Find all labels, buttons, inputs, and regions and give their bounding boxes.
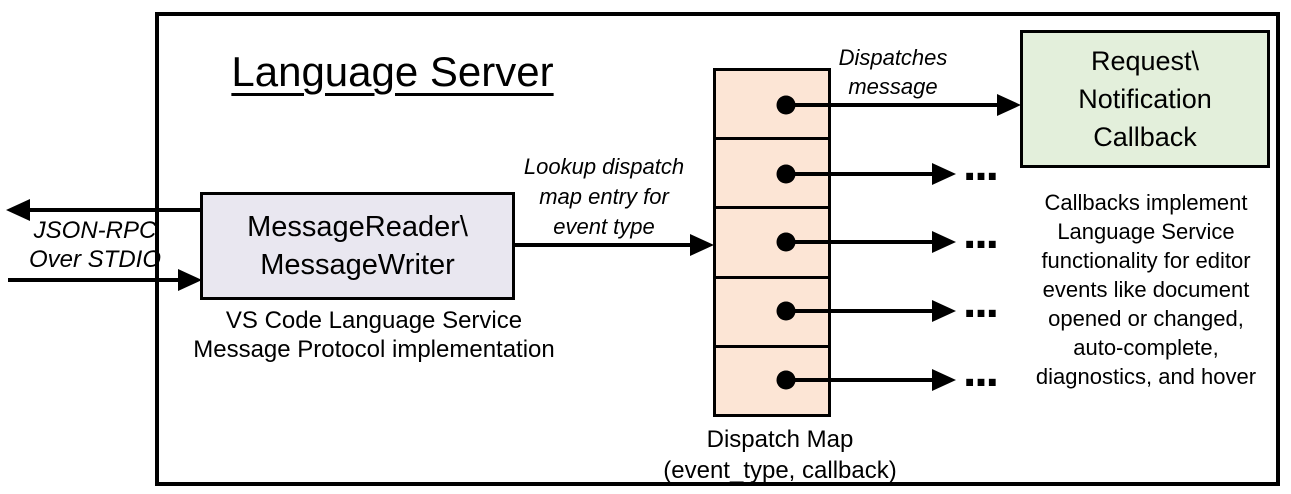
callback-node-line3: Callback [1093,122,1197,152]
message-node-caption-line1: VS Code Language Service [225,307,523,334]
more-callbacks-ellipsis-1: ... [963,138,999,191]
more-callbacks-ellipsis-4: ... [963,344,999,397]
more-callbacks-ellipsis-2: ... [963,206,999,259]
dispatches-edge-label: Dispatches message [818,43,968,101]
lookup-edge-label-line3: event type [553,214,655,239]
lookup-edge-label-line1: Lookup dispatch [523,154,685,179]
stdio-edge-label: JSON-RPC Over STDIO [20,216,170,274]
callbacks-annotation: Callbacks implement Language Service fun… [1012,188,1280,391]
callback-node-line1: Request\ [1090,46,1200,76]
dispatch-map-caption-line1: Dispatch Map [706,426,854,453]
callbacks-annotation-line7: diagnostics, and hover [1035,364,1257,389]
dispatch-map-cell-5 [716,344,828,414]
lookup-edge-label-line2: map entry for [539,184,669,209]
callback-node: Request\ Notification Callback [1020,30,1270,168]
callback-node-line2: Notification [1078,84,1212,114]
stdio-edge-label-line1: JSON-RPC [33,217,157,244]
dispatch-map-node [713,68,831,417]
callbacks-annotation-line2: Language Service [1057,219,1235,244]
dispatch-map-cell-3 [716,206,828,275]
dispatch-map-cell-1 [716,71,828,137]
dispatch-map-caption-line2: (event_type, callback) [663,457,897,484]
callbacks-annotation-line3: functionality for editor [1041,248,1251,273]
message-reader-writer-node: MessageReader\ MessageWriter [200,192,515,300]
message-node-caption: VS Code Language Service Message Protoco… [189,306,559,364]
more-callbacks-ellipsis-3: ... [963,275,999,328]
stdio-edge-label-line2: Over STDIO [28,246,161,273]
message-node-caption-line2: Message Protocol implementation [193,336,555,363]
dispatches-edge-label-line1: Dispatches [838,45,948,70]
callbacks-annotation-line4: events like document [1042,277,1250,302]
dispatch-map-cell-2 [716,137,828,206]
callbacks-annotation-line1: Callbacks implement [1044,190,1248,215]
diagram-title: Language Server [231,48,554,95]
callbacks-annotation-line6: auto-complete, [1073,335,1219,360]
callbacks-annotation-line5: opened or changed, [1048,306,1244,331]
dispatches-edge-label-line2: message [848,74,938,99]
message-reader-line: MessageReader\ [247,211,468,243]
dispatch-map-caption: Dispatch Map (event_type, callback) [645,424,915,486]
message-writer-line: MessageWriter [260,249,455,281]
dispatch-map-cell-4 [716,275,828,345]
lookup-edge-label: Lookup dispatch map entry for event type [515,152,693,242]
